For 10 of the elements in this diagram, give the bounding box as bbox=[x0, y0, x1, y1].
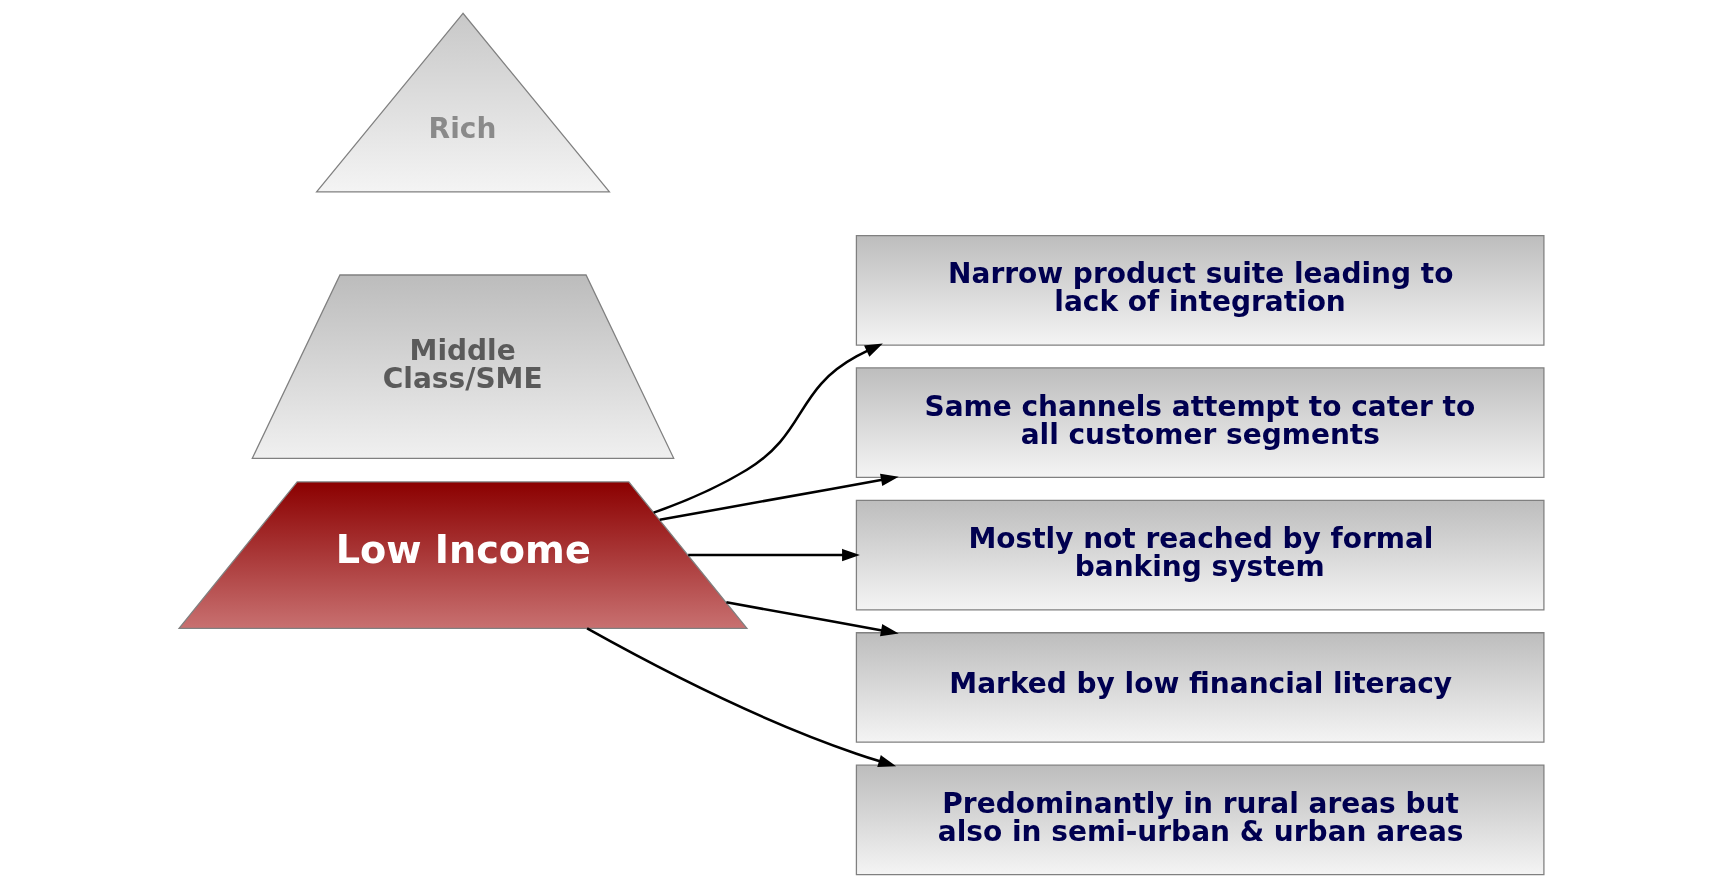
node-box: Marked by low financial literacy bbox=[855, 632, 1545, 743]
arrow bbox=[586, 627, 897, 768]
node-box: Predominantly in rural areas but also in semi-urban & urban areas bbox=[855, 764, 1545, 876]
node-box: Narrow product suite leading to lack of integration bbox=[855, 234, 1545, 346]
arrow bbox=[726, 601, 899, 637]
node-box: Mostly not reached by formal banking system bbox=[855, 499, 1545, 611]
arrow bbox=[653, 343, 883, 514]
arrow bbox=[688, 548, 860, 562]
arrow bbox=[659, 473, 899, 522]
node-box: Same channels attempt to cater to all customer segments bbox=[855, 367, 1545, 479]
